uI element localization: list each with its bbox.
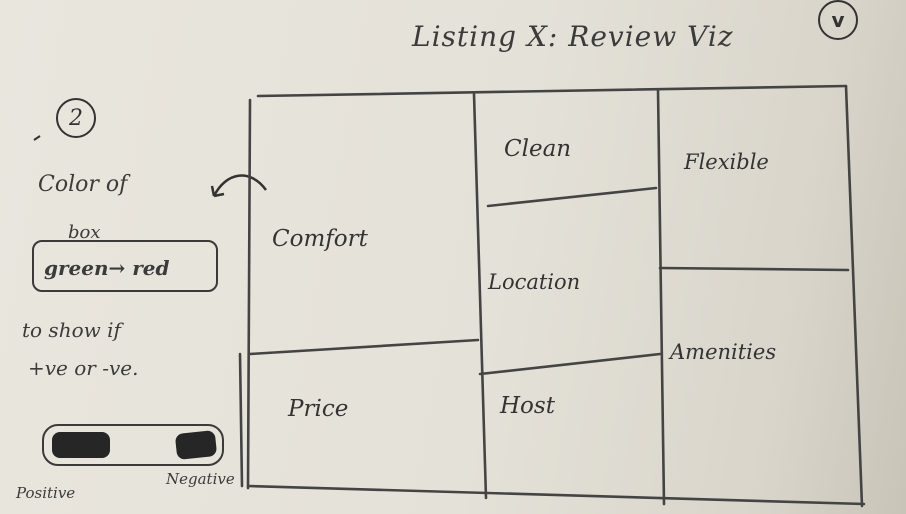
grid-divider-comfort-price — [248, 338, 480, 356]
note-line-1: Color of — [38, 172, 128, 197]
grid-left-edge — [246, 98, 252, 490]
note-line-5: +ve or -ve. — [28, 356, 139, 380]
box-host: Host — [500, 393, 555, 419]
legend-positive-label: Positive — [16, 484, 76, 502]
note-line-2: box — [68, 222, 101, 243]
box-clean: Clean — [504, 136, 572, 162]
note-number: 2 — [56, 98, 96, 138]
legend-positive-swatch — [52, 432, 110, 458]
grid-divider-location-host — [478, 352, 662, 376]
chevron-down-icon: v — [818, 0, 858, 40]
grid-price-left-edge — [238, 352, 244, 488]
box-price: Price — [288, 396, 349, 422]
grid-divider-2 — [656, 88, 666, 506]
grid-top-edge — [256, 84, 848, 98]
note-line-3: green→ red — [44, 256, 170, 280]
box-location: Location — [488, 270, 581, 294]
grid-bottom-edge — [246, 484, 866, 506]
box-amenities: Amenities — [670, 340, 777, 364]
color-legend-bar — [42, 424, 224, 466]
grid-right-edge — [844, 84, 864, 508]
box-flexible: Flexible — [684, 150, 769, 174]
note-line-4: to show if — [22, 318, 121, 342]
grid-divider-clean-location — [486, 186, 658, 208]
grid-divider-1 — [472, 92, 488, 500]
grid-divider-flexible-amenities — [658, 266, 850, 272]
box-comfort: Comfort — [272, 226, 368, 252]
sketch-title: Listing X: Review Viz — [412, 20, 734, 53]
note-highlight-box — [32, 240, 218, 292]
legend-negative-label: Negative — [166, 470, 235, 488]
